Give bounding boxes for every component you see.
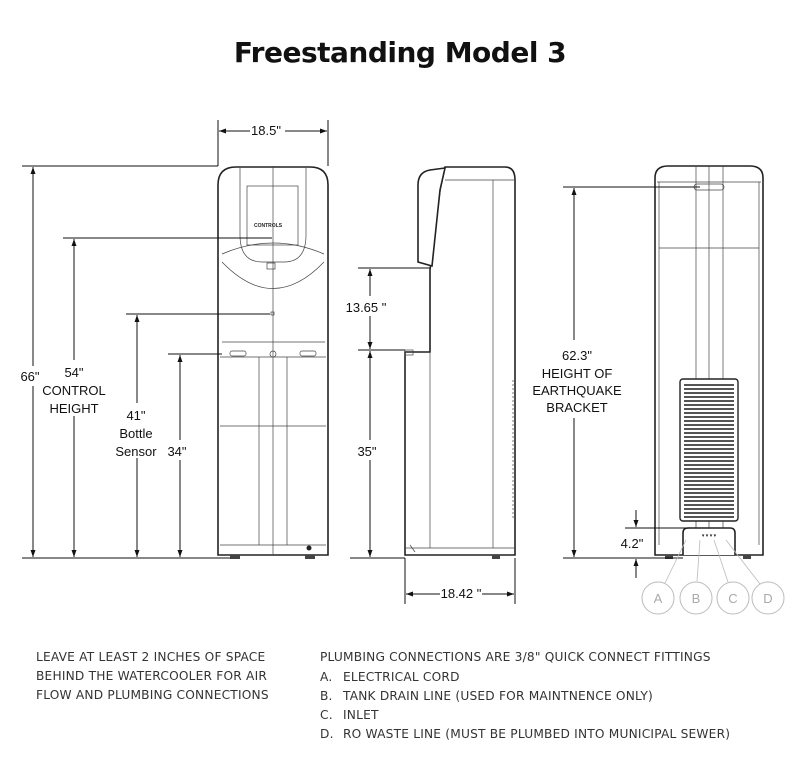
grille-slat	[684, 508, 734, 510]
grille-slat	[684, 388, 734, 390]
grille-slat	[684, 400, 734, 402]
svg-text:B: B	[692, 591, 701, 606]
grille-slat	[684, 456, 734, 458]
svg-text:C: C	[728, 591, 737, 606]
bracket-label-line2: EARTHQUAKE	[532, 383, 622, 398]
grille-slat	[684, 404, 734, 406]
grille-slat	[684, 396, 734, 398]
svg-text:D.: D.	[320, 727, 334, 741]
overall-height-label: 66"	[20, 369, 39, 384]
width-dimension-label: 18.5"	[251, 123, 281, 138]
grille-slat	[684, 444, 734, 446]
grille-slat	[684, 432, 734, 434]
depth-dimension-label: 18.42 "	[441, 586, 482, 601]
dispense-height-label: 34"	[167, 444, 186, 459]
svg-text:FLOW AND PLUMBING CONNECTIONS: FLOW AND PLUMBING CONNECTIONS	[36, 688, 269, 702]
grille-slat	[684, 420, 734, 422]
grille-slat	[684, 484, 734, 486]
svg-text:LEAVE AT LEAST 2 INCHES OF SPA: LEAVE AT LEAST 2 INCHES OF SPACE	[36, 650, 265, 664]
svg-text:A: A	[654, 591, 663, 606]
control-height-label-line1: CONTROL	[42, 383, 106, 398]
grille-slat	[684, 472, 734, 474]
marker-b: B	[679, 581, 713, 615]
front-view: 18.5" CONTROLS 66" 54" CONTROL HEIGHT	[20, 120, 329, 559]
grille-slat	[684, 440, 734, 442]
grille-slat	[684, 416, 734, 418]
grille-slat	[684, 408, 734, 410]
svg-text:TANK DRAIN LINE (USED FOR MAIN: TANK DRAIN LINE (USED FOR MAINTNENCE ONL…	[342, 689, 653, 703]
grille-slat	[684, 476, 734, 478]
bracket-label-line3: BRACKET	[546, 400, 607, 415]
svg-text:A.: A.	[320, 670, 332, 684]
control-height-label-line2: HEIGHT	[49, 401, 98, 416]
marker-a: A	[641, 581, 675, 615]
svg-text:▾ ▾ ▾ ▾: ▾ ▾ ▾ ▾	[702, 533, 717, 539]
svg-text:ELECTRICAL CORD: ELECTRICAL CORD	[343, 670, 460, 684]
grille-slat	[684, 496, 734, 498]
grille-slat	[684, 516, 734, 518]
control-height-value: 54"	[64, 365, 83, 380]
bottle-sensor-value: 41"	[126, 408, 145, 423]
grille-slat	[684, 392, 734, 394]
grille-slat	[684, 412, 734, 414]
grille-slat	[684, 436, 734, 438]
connection-notch	[682, 527, 736, 555]
plumbing-heading: PLUMBING CONNECTIONS ARE 3/8" QUICK CONN…	[320, 650, 711, 664]
grille-slat	[684, 468, 734, 470]
clearance-note: LEAVE AT LEAST 2 INCHES OF SPACE BEHIND …	[36, 650, 269, 702]
marker-c: C	[716, 581, 750, 615]
svg-text:BEHIND THE WATERCOOLER FOR AIR: BEHIND THE WATERCOOLER FOR AIR	[36, 669, 267, 683]
marker-d: D	[751, 581, 785, 615]
bracket-label-line1: HEIGHT OF	[542, 366, 613, 381]
grille-slat	[684, 504, 734, 506]
lower-height-label: 35"	[357, 444, 376, 459]
grille-slat	[684, 512, 734, 514]
svg-text:B.: B.	[320, 689, 333, 703]
bottle-sensor-label-line1: Bottle	[119, 426, 152, 441]
side-view: 13.65 " 35" 18.42 "	[346, 166, 516, 604]
grille-slat	[684, 424, 734, 426]
grille-slat	[684, 460, 734, 462]
grille-slat	[684, 428, 734, 430]
connection-height-label: 4.2"	[621, 536, 644, 551]
controls-label: CONTROLS	[254, 223, 283, 229]
grille-slat	[684, 488, 734, 490]
svg-text:D: D	[763, 591, 772, 606]
svg-text:INLET: INLET	[343, 708, 379, 722]
back-view: ▾ ▾ ▾ ▾ 62.3" HEIGHT OF EARTHQUAKE BRACK…	[532, 165, 785, 615]
grille-slat	[684, 384, 734, 386]
svg-text:C.: C.	[320, 708, 333, 722]
bottle-sensor-label-line2: Sensor	[115, 444, 157, 459]
grille-slat	[684, 492, 734, 494]
diagram-title: Freestanding Model 3	[234, 36, 566, 69]
grille-slat	[684, 480, 734, 482]
plumbing-notes: PLUMBING CONNECTIONS ARE 3/8" QUICK CONN…	[320, 650, 730, 741]
bracket-height-value: 62.3"	[562, 348, 592, 363]
grille-slat	[684, 500, 734, 502]
grille-slat	[684, 448, 734, 450]
bottle-sensor-marker	[270, 311, 275, 316]
grille-slat	[684, 452, 734, 454]
upper-height-label: 13.65 "	[346, 300, 387, 315]
grille-slat	[684, 464, 734, 466]
svg-text:RO WASTE LINE (MUST BE PLUMBED: RO WASTE LINE (MUST BE PLUMBED INTO MUNI…	[343, 727, 730, 741]
